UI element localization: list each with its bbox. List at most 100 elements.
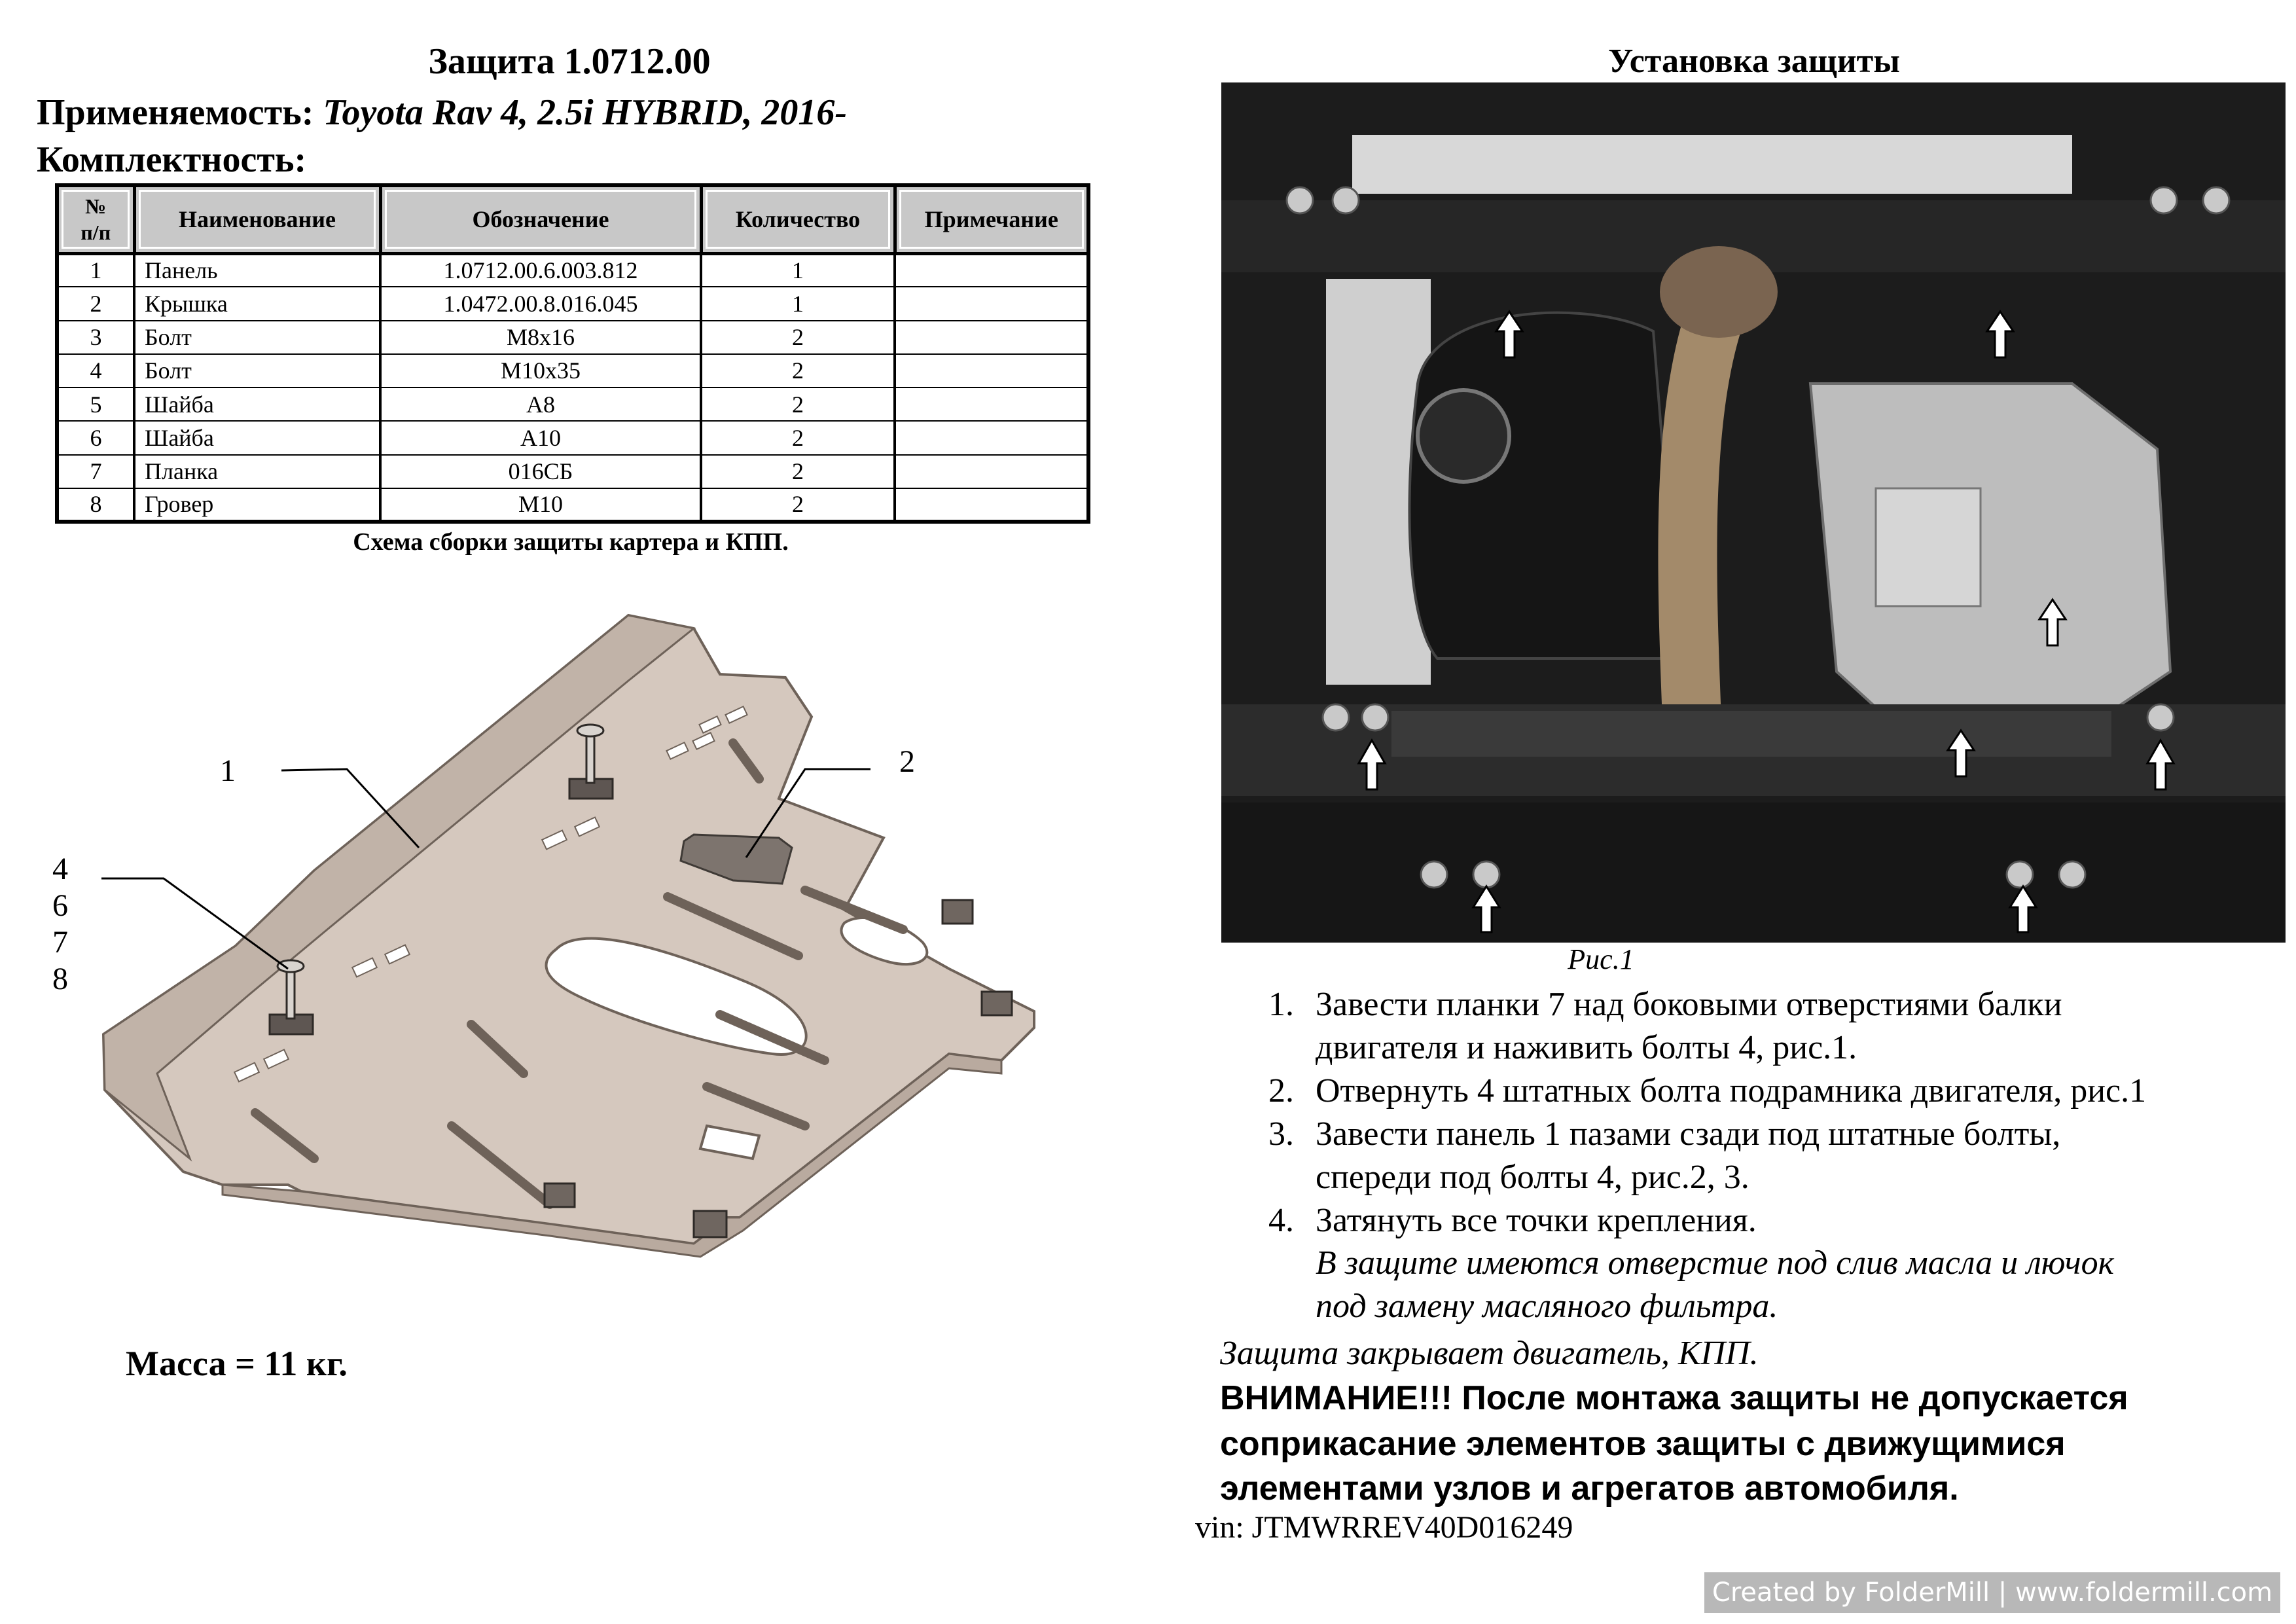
callout-2: 2 <box>899 744 915 779</box>
filter-cover <box>679 833 793 885</box>
cell-code: A8 <box>379 386 702 422</box>
exhaust-pipe <box>1658 295 1747 738</box>
figure-caption: Рис.1 <box>1568 943 1634 975</box>
arrow-up-icon <box>2008 884 2038 933</box>
cell-name: Панель <box>133 252 382 288</box>
step-text-cont: двигателя и наживить болты 4, рис.1. <box>1316 1029 1857 1066</box>
col-header-note: Примечание <box>893 183 1090 255</box>
cell-number: 8 <box>56 487 135 523</box>
plate-left-flank <box>102 614 696 1162</box>
cell-note <box>893 353 1090 389</box>
col-header-code: Обозначение <box>378 183 703 255</box>
callout-1: 1 <box>220 753 236 788</box>
plate-ribs <box>251 738 908 1209</box>
cell-name: Крышка <box>133 286 382 321</box>
gearbox <box>1808 382 2172 738</box>
applicability: Применяемость: Toyota Rav 4, 2.5i HYBRID… <box>37 92 847 134</box>
step-number: 4. <box>1268 1202 1294 1239</box>
catalytic-converter <box>1660 246 1778 338</box>
cell-number: 1 <box>56 252 135 288</box>
cell-qty: 2 <box>700 454 896 489</box>
plate-bottom-edge <box>221 1053 1003 1258</box>
cell-qty: 2 <box>700 487 896 523</box>
photo-bolt-heads <box>1285 186 2231 889</box>
arrow-up-icon <box>2037 598 2068 647</box>
cell-code: M8x16 <box>379 319 702 355</box>
cell-name: Шайба <box>133 386 382 422</box>
cell-name: Болт <box>133 319 382 355</box>
cell-name: Болт <box>133 353 382 389</box>
cell-number: 3 <box>56 319 135 355</box>
cell-note <box>893 454 1090 489</box>
bolt-assembly <box>268 723 614 1036</box>
cell-qty: 2 <box>700 420 896 456</box>
arrow-up-icon <box>1946 729 1976 778</box>
cell-note <box>893 420 1090 456</box>
col-header-number: № п/п <box>55 183 136 255</box>
coverage-note: Защита закрывает двигатель, КПП. <box>1220 1335 1759 1372</box>
oil-pan <box>1408 311 1681 660</box>
front-beam <box>1352 135 2072 194</box>
col-header-name: Наименование <box>132 183 382 255</box>
step-number: 1. <box>1268 986 1294 1023</box>
arrow-up-icon <box>1471 884 1501 933</box>
cell-code: 1.0472.00.8.016.045 <box>379 286 702 321</box>
step-number: 3. <box>1268 1115 1294 1153</box>
mounting-arrows <box>1357 310 2176 933</box>
step-text-cont: спереди под болты 4, рис.2, 3. <box>1316 1159 1749 1196</box>
col-header-qty: Количество <box>699 183 897 255</box>
cell-qty: 2 <box>700 319 896 355</box>
parts-table: № п/п Наименование Обозначение Количеств… <box>55 183 1090 524</box>
cell-qty: 1 <box>700 252 896 288</box>
cell-number: 7 <box>56 454 135 489</box>
note-drain-line-2: под замену масляного фильтра. <box>1316 1288 1778 1325</box>
cell-code: A10 <box>379 420 702 456</box>
cell-note <box>893 319 1090 355</box>
cell-note <box>893 487 1090 523</box>
install-title: Установка защиты <box>1608 43 1900 80</box>
arrow-up-icon <box>1985 310 2015 359</box>
assembly-drawing <box>101 613 1035 1258</box>
plate-clips <box>543 899 1013 1238</box>
underbody-photo <box>1221 82 2286 943</box>
step-text: Завести планки 7 над боковыми отверстиям… <box>1316 986 2062 1023</box>
cell-number: 4 <box>56 353 135 389</box>
table-header-row: № п/п Наименование Обозначение Количеств… <box>55 183 1090 255</box>
applicability-model: Toyota Rav 4, 2.5i HYBRID, 2016- <box>323 92 848 133</box>
arrow-up-icon <box>1494 310 1524 359</box>
scheme-caption: Схема сборки защиты картера и КПП. <box>353 528 789 556</box>
cell-code: 1.0712.00.6.003.812 <box>379 252 702 288</box>
cell-qty: 1 <box>700 286 896 321</box>
vin-number: vin: JTMWRREV40D016249 <box>1195 1510 1573 1545</box>
cell-name: Планка <box>133 454 382 489</box>
cell-name: Гровер <box>133 487 382 523</box>
oil-filler <box>1416 388 1511 484</box>
warning-line-2: соприкасание элементов защиты с движущим… <box>1220 1425 2066 1463</box>
cell-note <box>893 252 1090 288</box>
callout-8: 8 <box>52 962 68 996</box>
cell-code: M10x35 <box>379 353 702 389</box>
step-text: Отвернуть 4 штатных болта подрамника дви… <box>1316 1072 2147 1110</box>
warning-line-3: элементами узлов и агрегатов автомобиля. <box>1220 1470 1959 1507</box>
document-title: Защита 1.0712.00 <box>428 41 711 82</box>
cell-note <box>893 286 1090 321</box>
cell-number: 2 <box>56 286 135 321</box>
cell-qty: 2 <box>700 386 896 422</box>
callout-6: 6 <box>52 888 68 923</box>
cell-number: 5 <box>56 386 135 422</box>
watermark-banner: Created by FolderMill | www.foldermill.c… <box>1704 1572 2280 1613</box>
callout-7: 7 <box>52 925 68 960</box>
kit-label: Комплектность: <box>37 139 307 180</box>
cell-note <box>893 386 1090 422</box>
cell-name: Шайба <box>133 420 382 456</box>
plate-slots <box>233 705 748 1083</box>
step-number: 2. <box>1268 1072 1294 1110</box>
